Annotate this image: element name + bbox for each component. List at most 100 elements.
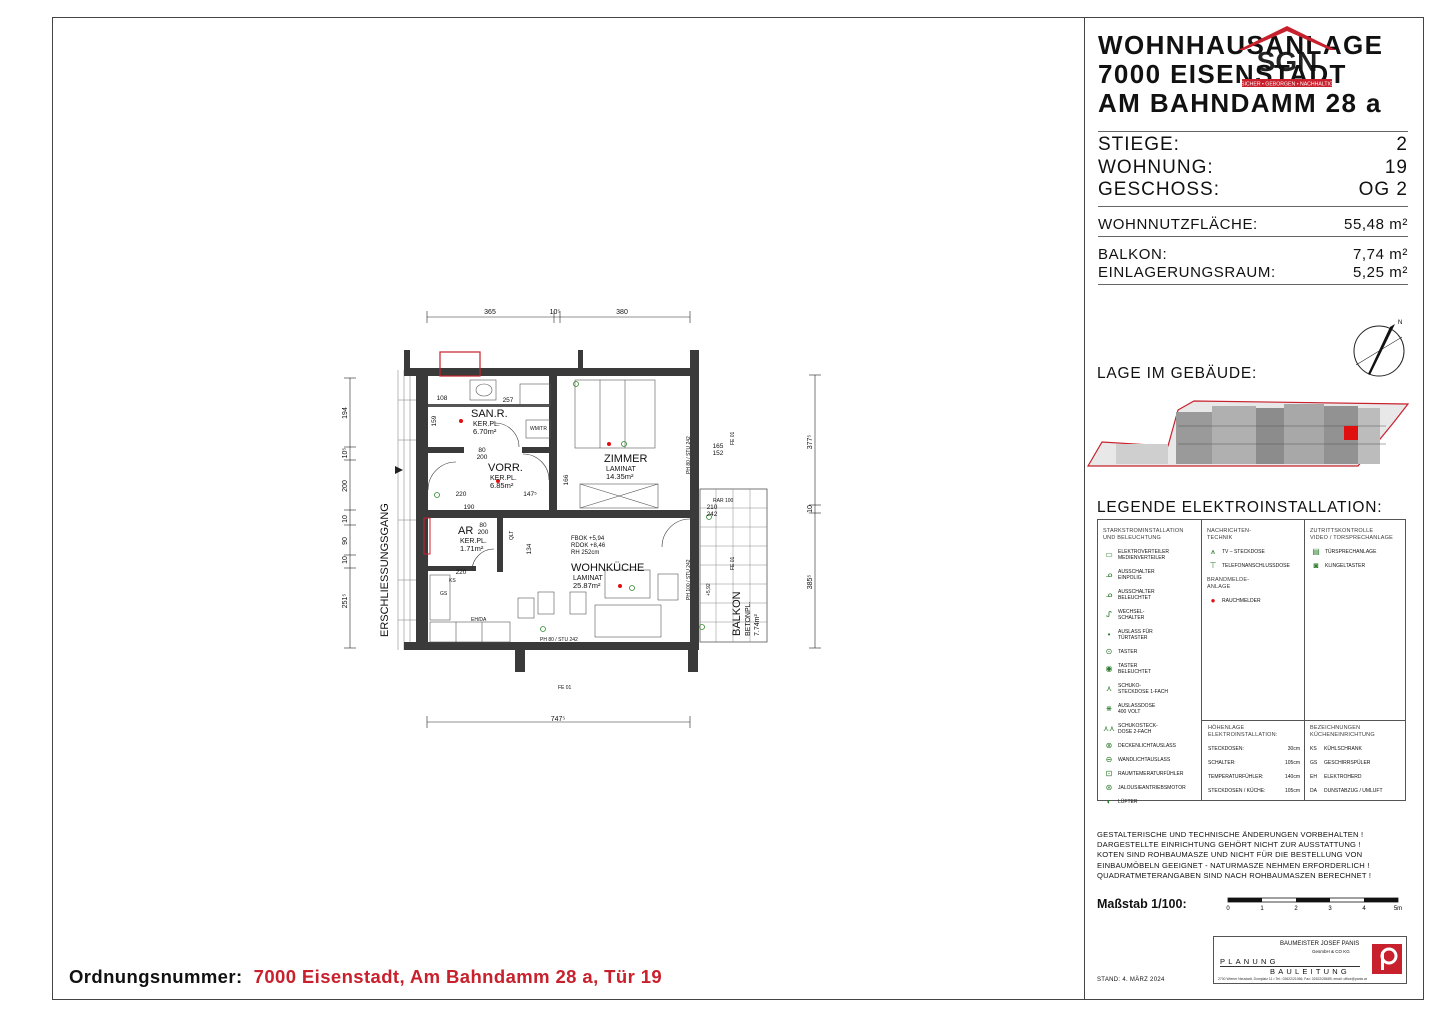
dimension-label: 159 <box>431 415 438 426</box>
fan-icon: ◐ <box>1106 797 1112 806</box>
legend-item-label: DECKENLICHTAUSLASS <box>1118 743 1176 749</box>
fixture-label: QLT <box>509 531 515 540</box>
nutzflaeche-label: WOHNNUTZFLÄCHE: <box>1098 216 1258 233</box>
geschoss-value: OG 2 <box>1358 179 1408 200</box>
legend-item-label: TV – STECKDOSE <box>1222 549 1265 555</box>
room-area: 14.35m² <box>606 472 634 481</box>
ceiling-light-icon: ⊗ <box>1105 741 1113 750</box>
double-socket-icon: ⋏⋏ <box>1103 724 1115 733</box>
legend-item: ◐ LÜFTER <box>1103 797 1199 806</box>
room-floor: BETONPL. <box>745 601 752 636</box>
dimension-label: 10 <box>807 505 814 513</box>
lage-keyplan <box>1086 400 1410 467</box>
legend-comm-head: NACHRICHTEN-TECHNIK <box>1207 528 1252 541</box>
scale-tick-label: 3 <box>1328 906 1332 912</box>
socket-icon: ⋏ <box>1106 684 1112 693</box>
planner-word-2: BAULEITUNG <box>1270 967 1350 976</box>
room-area: 6.70m² <box>473 427 497 436</box>
dimension-label: 380 <box>616 309 628 316</box>
room-area: 1.71m² <box>460 544 484 553</box>
legend-item: ⊗ DECKENLICHTAUSLASS <box>1103 741 1199 750</box>
ordnungsnummer-label: Ordnungsnummer: <box>69 966 243 987</box>
drawing-frame <box>52 17 1424 1000</box>
scale-label: Maßstab 1/100: <box>1097 897 1187 911</box>
legend-item-label: LÜFTER <box>1118 799 1138 805</box>
changeover-switch-icon: ᔑ <box>1106 610 1112 619</box>
height-row: STECKDOSEN:30cm <box>1208 746 1300 752</box>
dimension-label: 10⁵ <box>550 309 561 316</box>
scale-tick-label: 4 <box>1362 906 1366 912</box>
level-note: FBOK +5,94 <box>571 536 605 542</box>
dimension-label: 165 <box>713 443 724 450</box>
legend-item-label: RAUMTEMERATURFÜHLER <box>1118 771 1184 777</box>
einlagerung-value: 5,25 m² <box>1352 264 1408 281</box>
planner-company: BAUMEISTER JOSEF PANIS <box>1280 941 1360 947</box>
rule-4 <box>1098 284 1408 285</box>
dimension-label: 220 <box>456 491 467 498</box>
dimension-label: 80 <box>479 522 487 529</box>
wohnung-row: WOHNUNG: 19 <box>1098 157 1408 179</box>
unit-location-marker <box>1344 426 1358 440</box>
height-row: SCHALTER:105cm <box>1208 760 1300 766</box>
ordnungsnummer-value: 7000 Eisenstadt, Am Bahndamm 28 a, Tür 1… <box>253 966 663 987</box>
distribution-icon: ▭ <box>1105 550 1113 559</box>
dimension-label: 242 <box>707 511 718 518</box>
button-icon: ⊙ <box>1105 647 1113 656</box>
planner-word-1: PLANUNG <box>1220 957 1279 966</box>
legend-col-comm: NACHRICHTEN-TECHNIK ⩚TV – STECKDOSE⊤TELE… <box>1207 528 1305 612</box>
geschoss-row: GESCHOSS: OG 2 <box>1098 179 1408 201</box>
stiege-label: STIEGE: <box>1098 134 1180 155</box>
window-tag: PH 80 / STU 242 <box>540 637 578 643</box>
nutzflaeche-row: WOHNNUTZFLÄCHE: 55,48 m² <box>1098 216 1408 233</box>
logo-roof-icon <box>1238 26 1336 50</box>
titleblock-divider <box>1084 17 1085 1000</box>
lit-switch-icon: ᓄ <box>1105 590 1113 599</box>
dimension-label: 210 <box>707 504 718 511</box>
tv-socket-icon: ⩚ <box>1210 547 1216 556</box>
dimension-label: 194 <box>342 407 349 419</box>
dimension-label: 10 <box>342 556 349 564</box>
window-tag: PH 80 / STU 242 <box>686 436 692 474</box>
legend-item-label: WECHSEL-SCHALTER <box>1118 609 1145 621</box>
window-tag: FE 01 <box>558 685 572 691</box>
level-note: RH 252cm <box>571 550 599 556</box>
fixture-label: WM/TR <box>530 426 547 432</box>
room-name: ZIMMER <box>604 453 647 465</box>
room-floor: KER.PL. <box>460 538 487 545</box>
legend-item: ᔑ WECHSEL-SCHALTER <box>1103 609 1199 621</box>
dimension-label: 385⁵ <box>807 575 814 590</box>
window-tag: RAR 100 <box>713 498 734 504</box>
legend-item-label: WANDLICHTAUSLASS <box>1118 757 1171 763</box>
dimension-label: 377⁵ <box>807 435 814 450</box>
legend-item-label: TÜRSPRECHANLAGE <box>1325 549 1377 555</box>
dimension-label: 10 <box>342 515 349 523</box>
smoke-detector-icon: ● <box>1210 596 1216 605</box>
height-row: TEMPERATURFÜHLER:140cm <box>1208 774 1300 780</box>
dimension-label: 200 <box>477 454 488 461</box>
logo-tagline: SICHER • GEBORGEN • NACHHALTIG <box>1241 81 1333 87</box>
rule-2 <box>1098 206 1408 207</box>
balkon-row: BALKON: 7,74 m² <box>1098 246 1408 263</box>
planner-logo-icon <box>1372 944 1402 974</box>
room-name: SAN.R. <box>471 408 508 420</box>
room-floor: LAMINAT <box>606 466 637 473</box>
height-row: STECKDOSEN / KÜCHE:105cm <box>1208 788 1300 794</box>
north-label: N <box>1398 320 1402 326</box>
room-floor: LAMINAT <box>573 575 604 582</box>
phone-socket-icon: ⊤ <box>1209 561 1217 570</box>
legend-item-label: JALOUSIEANTRIEBSMOTOR <box>1118 785 1186 791</box>
legend-item: ▤TÜRSPRECHANLAGE <box>1310 548 1404 556</box>
